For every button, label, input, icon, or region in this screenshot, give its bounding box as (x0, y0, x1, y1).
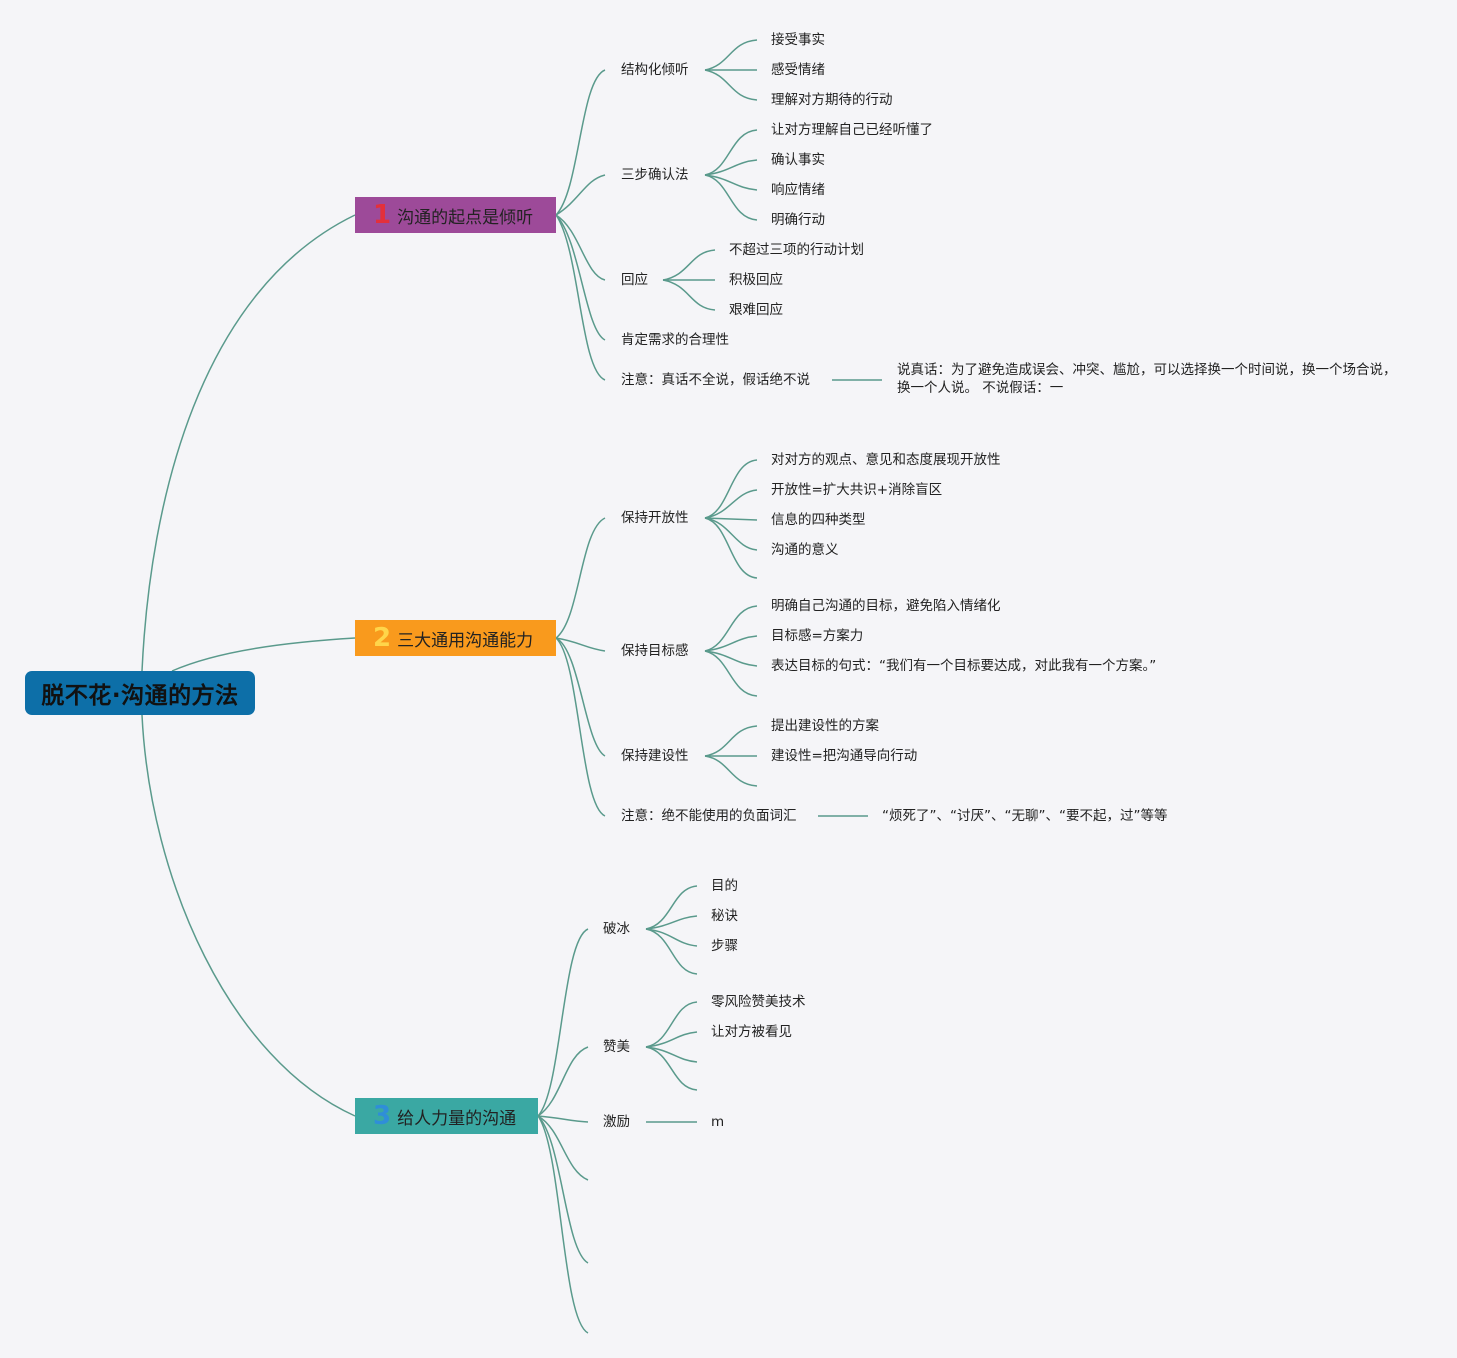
edge-b1c2-l2 (704, 159, 758, 176)
leaf-node[interactable]: 理解对方期待的行动 (771, 92, 893, 108)
edge-b2c1-l4 (704, 517, 758, 551)
edge-b1c2-l3 (704, 174, 758, 191)
branch-title: 给人力量的沟通 (397, 1108, 517, 1129)
leaf-node[interactable]: 信息的四种类型 (771, 512, 866, 528)
edge-b2-c2 (555, 637, 606, 652)
edge-b1c1-l3 (704, 69, 758, 101)
edge-b2c3-l1 (704, 725, 758, 757)
topic-three-step-confirm[interactable]: 三步确认法 (621, 167, 689, 183)
edge-b3-c6 (537, 1115, 589, 1334)
topic-constructive[interactable]: 保持建设性 (621, 748, 689, 764)
branch-empowering-communication[interactable]: 3 给人力量的沟通 (355, 1098, 538, 1134)
edge-root-branch2 (171, 637, 356, 672)
branch-title: 三大通用沟通能力 (397, 630, 534, 651)
edge-b2c3-l3 (704, 755, 758, 787)
edge-b1-c3 (555, 214, 606, 281)
leaf-node[interactable]: 感受情绪 (771, 62, 825, 78)
edge-b3-c1 (537, 928, 589, 1117)
root-topic[interactable]: 脱不花·沟通的方法 (25, 671, 255, 715)
leaf-node[interactable]: 沟通的意义 (771, 542, 839, 558)
edge-b3c1-l4 (645, 928, 698, 975)
leaf-node[interactable]: 接受事实 (771, 32, 825, 48)
leaf-node[interactable]: 积极回应 (729, 272, 783, 288)
branch-title: 沟通的起点是倾听 (397, 207, 534, 228)
edge-root-branch1 (141, 214, 356, 672)
edge-b3c2-l1 (645, 1001, 698, 1048)
edge-root-branch3 (141, 714, 356, 1117)
leaf-node[interactable]: 目的 (711, 878, 738, 894)
topic-affirm-needs[interactable]: 肯定需求的合理性 (621, 332, 729, 348)
topic-motivate[interactable]: 激励 (603, 1114, 630, 1130)
leaf-node[interactable]: 对对方的观点、意见和态度展现开放性 (771, 452, 1001, 468)
edge-b1-c1 (555, 69, 606, 216)
edge-b1c3-l1 (662, 249, 716, 281)
topic-structured-listening[interactable]: 结构化倾听 (621, 62, 689, 78)
edge-b3c1-l3 (645, 928, 698, 947)
leaf-node[interactable]: 建设性=把沟通导向行动 (771, 748, 918, 764)
edge-b1-c5 (555, 214, 606, 381)
edge-b3c2-l3 (645, 1046, 698, 1063)
edge-b3c1-l2 (645, 915, 698, 930)
leaf-node[interactable]: 让对方理解自己已经听懂了 (771, 122, 933, 138)
leaf-node[interactable]: 艰难回应 (729, 302, 783, 318)
topic-respond[interactable]: 回应 (621, 272, 648, 288)
edge-b2c1-l2 (704, 489, 758, 519)
note-motivate[interactable]: m (711, 1114, 725, 1130)
leaf-node[interactable]: 响应情绪 (771, 182, 825, 198)
topic-note-truth[interactable]: 注意：真话不全说，假话绝不说 (621, 372, 810, 388)
edge-b3-c5 (537, 1115, 589, 1264)
topic-praise[interactable]: 赞美 (603, 1039, 630, 1055)
edge-b3-c4 (537, 1115, 589, 1181)
leaf-node[interactable]: 表达目标的句式：“我们有一个目标要达成，对此我有一个方案。” (771, 658, 1157, 674)
edge-b2-c3 (555, 637, 606, 757)
leaf-node[interactable]: 目标感=方案力 (771, 628, 864, 644)
leaf-node[interactable]: 提出建设性的方案 (771, 718, 879, 734)
topic-goal-sense[interactable]: 保持目标感 (621, 643, 689, 659)
edge-b2c2-l4 (704, 650, 758, 697)
leaf-node[interactable]: 不超过三项的行动计划 (729, 242, 864, 258)
topic-note-negative-words[interactable]: 注意：绝不能使用的负面词汇 (621, 808, 797, 824)
edge-b1c2-l4 (704, 174, 758, 221)
edge-b3c2-l4 (645, 1046, 698, 1091)
edge-b3c2-l2 (645, 1031, 698, 1048)
branch-number: 1 (373, 200, 392, 230)
edge-b3c1-l1 (645, 885, 698, 930)
edge-b3-c3 (537, 1115, 589, 1123)
branch-listening[interactable]: 1 沟通的起点是倾听 (355, 197, 556, 233)
branch-number: 3 (373, 1101, 392, 1131)
edge-b2-c1 (555, 517, 606, 639)
leaf-node[interactable]: 让对方被看见 (711, 1024, 792, 1040)
branch-number: 2 (373, 623, 392, 653)
leaf-node[interactable]: 明确行动 (771, 212, 825, 228)
branch-communication-abilities[interactable]: 2 三大通用沟通能力 (355, 620, 556, 656)
leaf-node[interactable]: 步骤 (711, 938, 738, 954)
topic-openness[interactable]: 保持开放性 (621, 510, 689, 526)
edge-b1c3-l3 (662, 279, 716, 311)
edge-b1c2-l1 (704, 129, 758, 176)
leaf-node[interactable]: 零风险赞美技术 (711, 994, 806, 1010)
edge-b2-c4 (555, 637, 606, 817)
edge-b3-c2 (537, 1046, 589, 1117)
leaf-node[interactable]: 开放性=扩大共识+消除盲区 (771, 482, 943, 498)
edge-b2c2-l1 (704, 605, 758, 652)
leaf-node[interactable]: 确认事实 (771, 152, 825, 168)
edge-b2c1-l5 (704, 517, 758, 579)
note-truth-detail[interactable]: 说真话：为了避免造成误会、冲突、尴尬，可以选择换一个时间说，换一个场合说，换一个… (897, 362, 1397, 396)
edge-b1-c4 (555, 214, 606, 341)
edge-b1-c2 (555, 174, 606, 216)
leaf-node[interactable]: 明确自己沟通的目标，避免陷入情绪化 (771, 598, 1001, 614)
edge-b2c2-l3 (704, 650, 758, 667)
topic-icebreak[interactable]: 破冰 (603, 921, 630, 937)
edge-b2c1-l3 (704, 517, 758, 521)
edge-b2c2-l2 (704, 635, 758, 652)
note-negative-words-detail[interactable]: “烦死了”、“讨厌”、“无聊”、“要不起，过”等等 (882, 808, 1168, 824)
edge-b2c1-l1 (704, 459, 758, 519)
edge-b1c1-l1 (704, 39, 758, 71)
leaf-node[interactable]: 秘诀 (711, 908, 738, 924)
